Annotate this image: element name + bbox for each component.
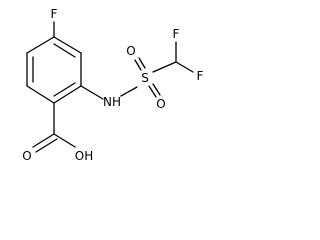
- bond-s-o-upper-b: [138, 57, 146, 69]
- atom-f-upper: F: [173, 27, 180, 41]
- bond-ring-inner-right-top: [53, 43, 76, 58]
- atom-oh: OH: [75, 149, 93, 163]
- molecule-structure: F NH S O O F F O OH: [22, 7, 204, 163]
- bond-s-o-lower-a: [148, 85, 157, 98]
- bond-carboxyl-oh: [53, 133, 76, 148]
- bond-ring-c4-c5: [26, 85, 55, 104]
- bond-c3-n: [80, 85, 104, 100]
- bond-s-o-upper-a: [134, 59, 142, 71]
- bond-s-o-lower-b: [152, 83, 161, 96]
- bond-ring-c3-c4: [53, 85, 82, 104]
- atom-nh: NH: [103, 95, 121, 109]
- atom-o-upper: O: [126, 44, 135, 58]
- atom-o-lower: O: [156, 97, 165, 111]
- bond-carboxyl-o-b: [35, 138, 58, 153]
- bond-ring-c1-c2: [53, 36, 82, 54]
- atom-o-carbonyl: O: [22, 149, 31, 163]
- bond-ring-c6-c1: [26, 36, 55, 54]
- atom-f-lower: F: [197, 69, 204, 83]
- atom-f-ring: F: [51, 7, 58, 21]
- bond-c-f-lower: [175, 61, 194, 73]
- structure-canvas: F NH S O O F F O OH: [22, 7, 204, 163]
- bond-s-c: [152, 61, 177, 73]
- atom-s: S: [141, 71, 149, 85]
- bond-carboxyl-o-a: [32, 133, 55, 148]
- bond-n-s: [120, 86, 138, 97]
- bond-ring-inner-right-bottom: [53, 82, 76, 97]
